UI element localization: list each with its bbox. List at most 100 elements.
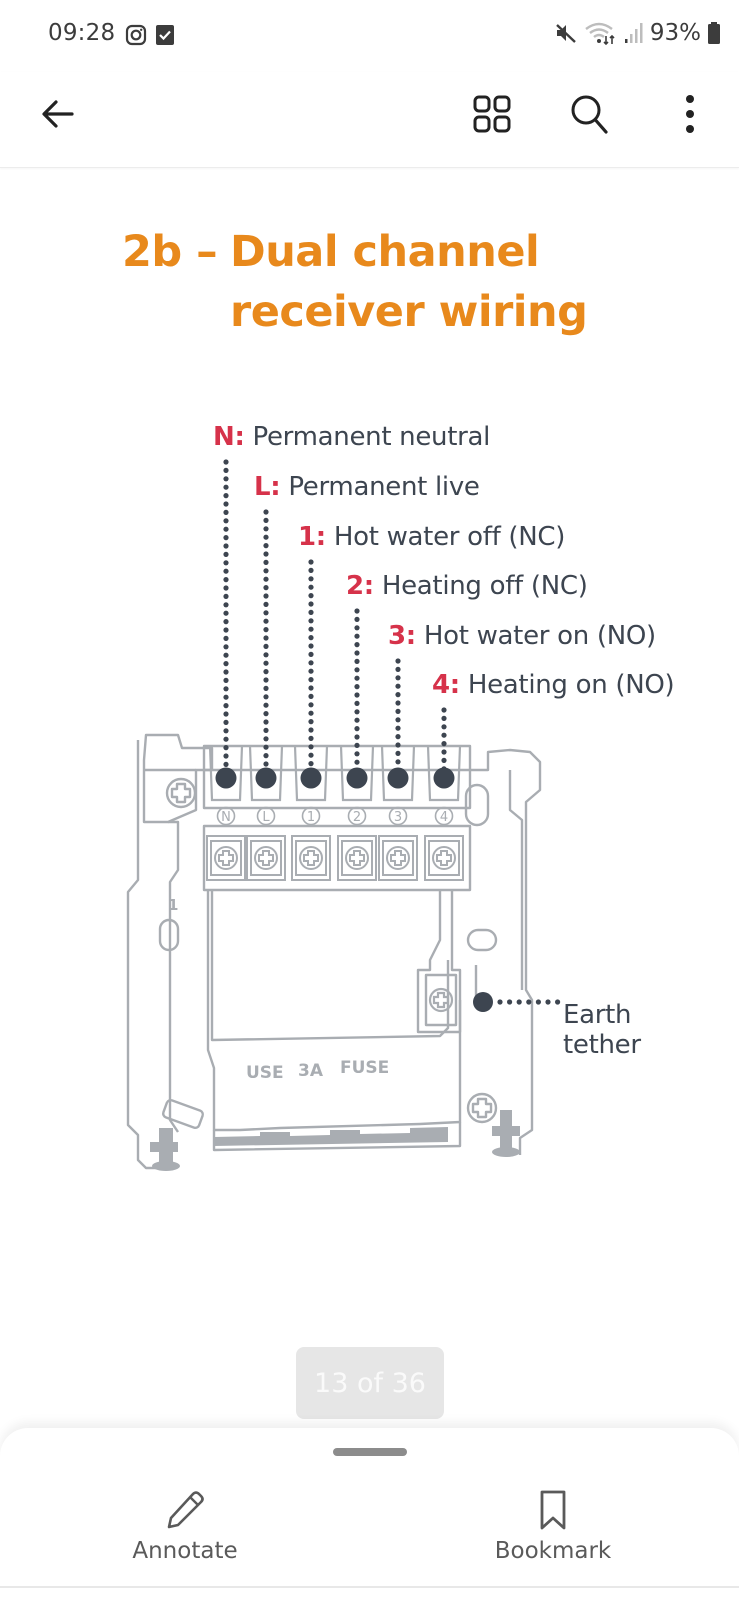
mute-icon [556,24,576,43]
terminal-marker-circle [216,806,236,826]
terminal-wire-dot [255,767,277,789]
side-number: 1 [168,896,178,914]
terminal-key: L: [254,472,281,502]
nav-divider [0,1586,739,1588]
arrow-left-icon [42,100,74,128]
terminal-wire-dot [433,767,455,789]
earth-label: Earth tether [563,1000,641,1060]
terminal-description: Hot water on (NO) [415,621,656,651]
terminal-marker-circle [434,806,454,826]
earth-dot-segment [516,999,522,1005]
bookmark-icon [540,1490,566,1530]
wiring-diagram: N L 1 2 3 4 USE 3A FUSE 1 [126,459,561,1171]
terminal-marker-circle [388,806,408,826]
fuse-label: 3A [298,1061,324,1081]
terminal-label: 1: Hot water off (NC) [298,522,565,552]
terminal-marker-circle [347,806,367,826]
terminal-tab [426,745,462,802]
terminal-marker-label: N [221,810,231,825]
terminal-marker-circle [301,806,321,826]
earth-label-line1: Earth [563,1000,632,1030]
terminal-dotted-line [354,608,360,765]
terminal-dotted-line [223,459,229,768]
terminal-marker-label: 1 [307,810,315,825]
terminal-marker-label: 2 [353,810,361,825]
fuse-label: USE [246,1063,284,1083]
terminal-marker-label: L [262,810,270,825]
bookmark-button[interactable]: Bookmark [453,1488,653,1564]
terminal-screw [246,835,286,881]
earth-dot-segment [555,999,561,1005]
left-top-screw [165,777,197,809]
terminal-tab [339,745,375,802]
terminal-screw [424,835,464,881]
bookmark-label: Bookmark [494,1538,612,1564]
terminal-marker-label: 3 [394,810,402,825]
grid-view-icon [473,95,511,133]
terminal-wire-dot [300,767,322,789]
terminal-label: L: Permanent live [254,472,480,502]
bottom-right-screw [466,1092,498,1124]
terminal-screw [291,835,331,881]
fuse-label: FUSE [340,1058,389,1078]
wifi-icon [585,22,615,46]
signal-icon [624,23,643,43]
bottom-sheet: Annotate Bookmark [0,1428,739,1600]
terminal-label: 2: Heating off (NC) [346,571,588,601]
terminal-tab [248,745,284,802]
annotate-label: Annotate [132,1538,238,1564]
terminal-wire-dot [346,767,368,789]
terminal-dotted-line [441,707,447,772]
terminal-dotted-line [308,559,314,767]
terminal-wire-dot [387,767,409,789]
board-text: USE 3A FUSE 1 [168,896,389,1083]
terminal-tab [208,745,244,802]
status-time: 09:28 [48,20,116,46]
earth-tether-marker [428,987,561,1013]
terminal-screw [337,835,377,881]
earth-dot [473,992,493,1012]
terminal-key: 3: [388,621,416,651]
app-bar [0,72,739,168]
terminal-key: 2: [346,571,374,601]
document-page[interactable]: 2b –Dual channel receiver wiring [0,170,739,1400]
earth-dotted-line [497,999,561,1005]
terminal-description: Permanent live [280,472,480,502]
grid-view-button[interactable] [464,86,520,142]
more-options-button[interactable] [662,86,718,142]
pencil-icon [167,1491,204,1529]
search-icon [571,95,608,134]
terminal-screw [206,835,246,881]
terminal-marker-label: 4 [440,810,448,825]
instagram-icon [125,24,147,46]
terminal-label: N: Permanent neutral [213,422,490,452]
search-button[interactable] [562,86,618,142]
earth-dot-segment [535,999,542,1005]
drag-handle[interactable] [333,1448,407,1456]
terminal-dotted-line [395,658,401,765]
terminal-key: 4: [432,670,460,700]
checkbox-icon [156,25,174,45]
terminal-tab [380,745,416,802]
fuse-strip [150,1110,520,1171]
earth-label-line2: tether [563,1030,641,1060]
terminal-wire-dot [215,767,237,789]
more-vert-icon [686,95,694,133]
status-bar: 09:28 93% [0,0,739,72]
terminal-description: Heating off (NC) [373,571,588,601]
terminal-dotted-line [263,509,269,767]
back-button[interactable] [30,86,86,142]
terminal-tab [293,745,329,802]
earth-dot-segment [507,999,513,1005]
earth-dot-segment [526,999,532,1005]
terminal-description: Heating on (NO) [459,670,675,700]
battery-percent: 93% [649,20,701,46]
annotate-button[interactable]: Annotate [85,1488,285,1564]
terminal-label: 3: Hot water on (NO) [388,621,656,651]
title-number: 2b – [122,227,218,277]
earth-screw [428,987,454,1013]
earth-dot-segment [545,999,551,1005]
title-line1: Dual channel [230,227,540,277]
title-line2: receiver wiring [230,287,588,337]
page-indicator: 13 of 36 [296,1347,444,1419]
